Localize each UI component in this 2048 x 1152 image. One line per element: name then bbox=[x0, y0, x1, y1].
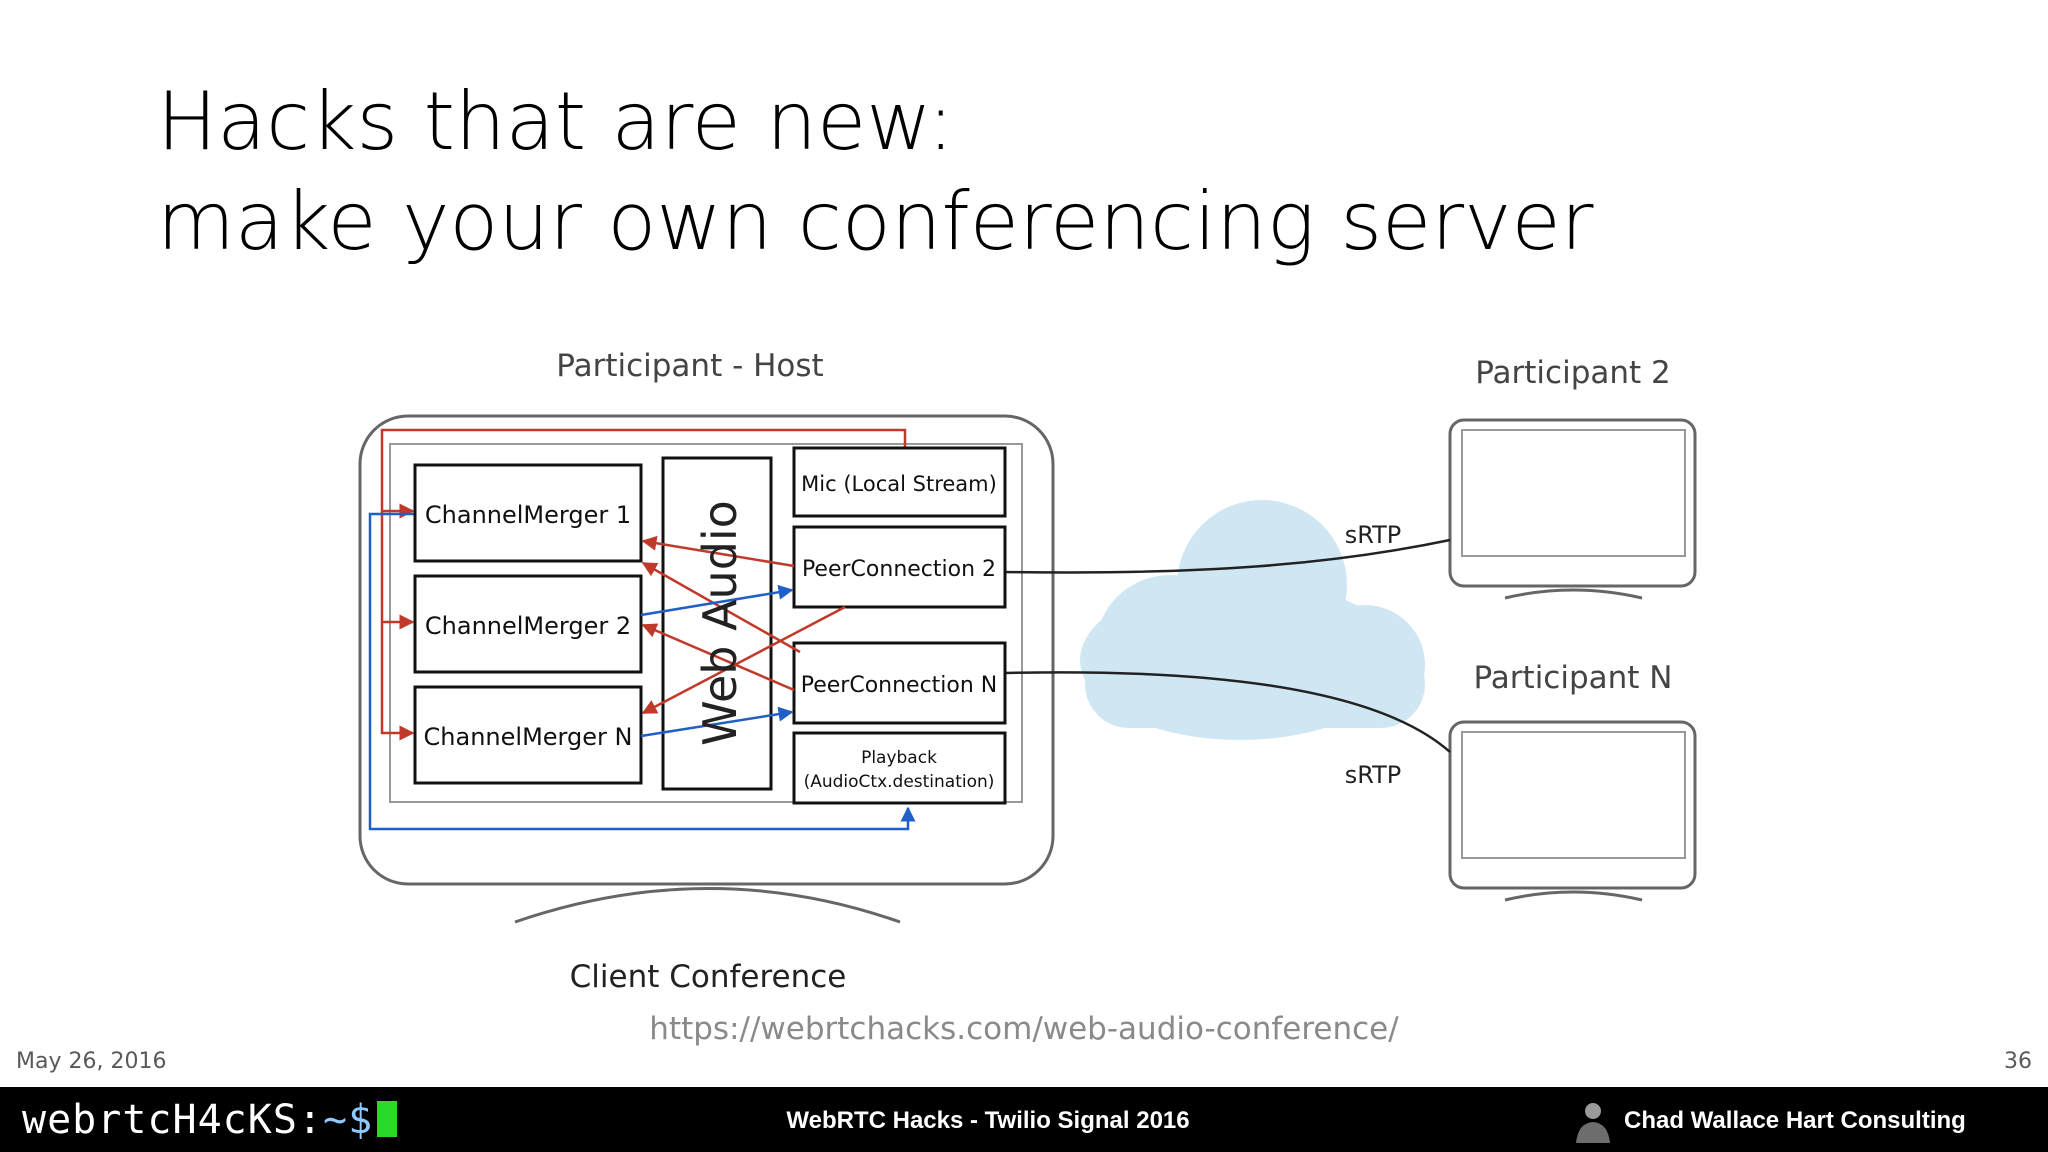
title-line-1: Hacks that are new: bbox=[157, 75, 955, 168]
playback-label: Playback bbox=[861, 748, 937, 768]
channel-merger-1-label: ChannelMerger 1 bbox=[425, 501, 631, 529]
footer-bar: webrtcH4cKS:~$ WebRTC Hacks - Twilio Sig… bbox=[0, 1087, 2048, 1152]
channel-merger-n-label: ChannelMerger N bbox=[424, 723, 633, 751]
channel-merger-2-label: ChannelMerger 2 bbox=[425, 612, 631, 640]
mic-feed-line bbox=[380, 428, 907, 741]
pc2-to-merger-1-arrow bbox=[641, 535, 795, 568]
title-line-2: make your own conferencing server bbox=[157, 175, 1594, 268]
event-name: WebRTC Hacks - Twilio Signal 2016 bbox=[786, 1107, 1190, 1134]
mic-box bbox=[792, 446, 1007, 518]
slide-date: May 26, 2016 bbox=[16, 1049, 167, 1074]
srtp-label-bottom: sRTP bbox=[1345, 761, 1402, 789]
brand-text: webrtcH4cKS: bbox=[22, 1097, 323, 1143]
peerconnection-2-label: PeerConnection 2 bbox=[802, 557, 996, 582]
peerconnection-n-box bbox=[792, 641, 1007, 725]
pc2-to-merger-n-arrow bbox=[641, 605, 846, 715]
company-name: Chad Wallace Hart Consulting bbox=[1624, 1107, 1966, 1134]
playback-box bbox=[792, 731, 1007, 805]
playback-destination-label: (AudioCtx.destination) bbox=[804, 772, 995, 792]
srtp-line-participant-2 bbox=[1004, 538, 1451, 574]
web-audio-box bbox=[661, 456, 773, 791]
channel-merger-1-box bbox=[413, 463, 643, 563]
web-audio-label: Web Audio bbox=[693, 500, 747, 746]
participant-2-monitor bbox=[1448, 418, 1697, 600]
host-label: Participant - Host bbox=[556, 348, 823, 384]
page-number: 36 bbox=[2004, 1049, 2032, 1074]
slide-title: Hacks that are new: make your own confer… bbox=[157, 72, 1857, 272]
participant-2-label: Participant 2 bbox=[1475, 355, 1671, 391]
brand-prompt: ~$ bbox=[322, 1097, 374, 1143]
merger-2-to-pc2-arrow bbox=[640, 584, 794, 617]
srtp-line-participant-n bbox=[1004, 671, 1451, 753]
source-url[interactable]: https://webrtchacks.com/web-audio-confer… bbox=[649, 1011, 1399, 1047]
mic-label: Mic (Local Stream) bbox=[801, 472, 997, 496]
channel-merger-2-box bbox=[413, 574, 643, 674]
client-conference-label: Client Conference bbox=[570, 959, 847, 995]
merger-to-playback-line bbox=[368, 512, 916, 831]
merger-n-to-pcn-arrow bbox=[640, 706, 794, 738]
pcn-to-merger-2-arrow bbox=[641, 623, 795, 692]
terminal-cursor-icon bbox=[377, 1101, 398, 1137]
participant-n-label: Participant N bbox=[1474, 660, 1673, 696]
peerconnection-n-label: PeerConnection N bbox=[801, 673, 998, 698]
channel-merger-n-box bbox=[413, 685, 643, 785]
participant-n-monitor bbox=[1448, 720, 1697, 902]
srtp-label-top: sRTP bbox=[1345, 521, 1402, 549]
pcn-to-merger-1-arrow bbox=[641, 561, 801, 654]
presenter-avatar-icon bbox=[1576, 1103, 1610, 1143]
peerconnection-2-box bbox=[792, 525, 1007, 609]
webrtchacks-logo: webrtcH4cKS:~$ bbox=[22, 1097, 398, 1143]
